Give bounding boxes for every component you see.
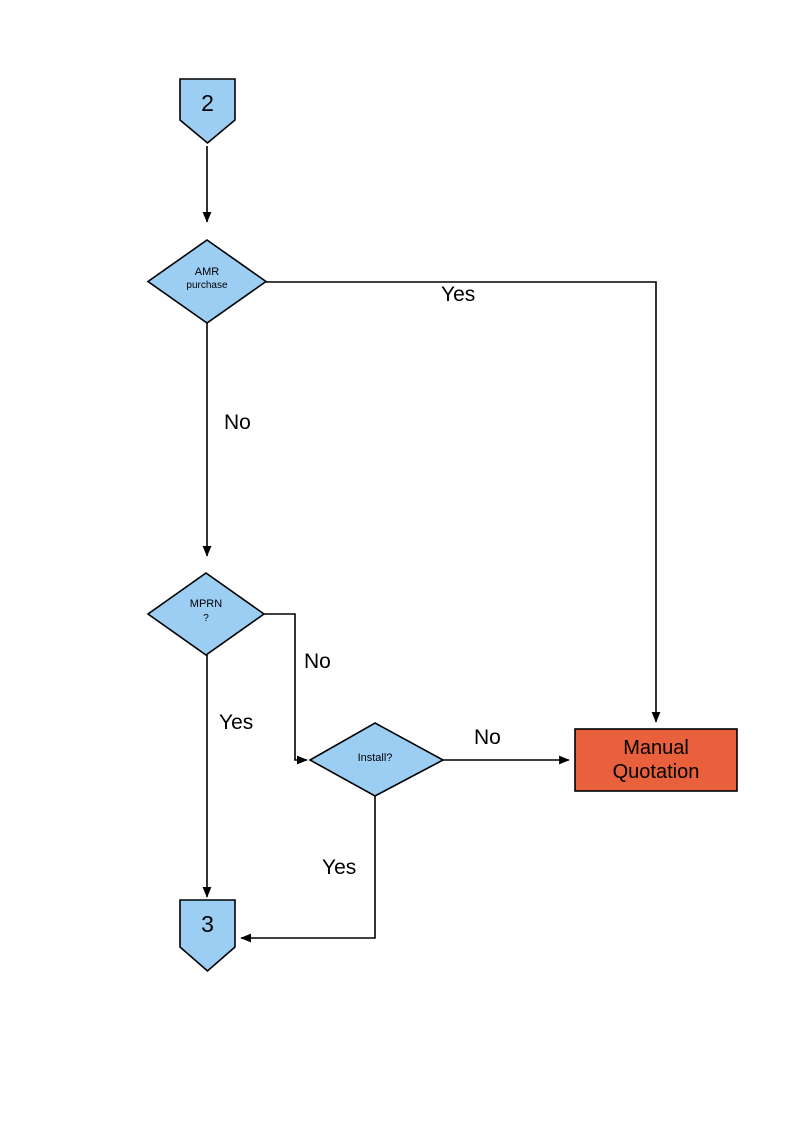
decision-mprn[interactable] bbox=[146, 572, 266, 656]
decision-amr-purchase-shape[interactable] bbox=[146, 239, 268, 324]
decision-amr-purchase-label-line1: AMR bbox=[194, 266, 220, 278]
decision-mprn-shape[interactable] bbox=[146, 572, 266, 656]
edge-label-amr-no: No bbox=[224, 411, 251, 434]
connector-2-label: 2 bbox=[201, 90, 214, 116]
edge-install-yes bbox=[240, 796, 376, 943]
connector-2[interactable] bbox=[179, 78, 236, 145]
process-manual-quotation[interactable] bbox=[574, 728, 738, 792]
edge-label-mprn-yes: Yes bbox=[219, 711, 254, 734]
decision-install[interactable] bbox=[308, 722, 445, 797]
edge-mprn-no-line bbox=[264, 613, 308, 765]
process-manual-quotation-label-line1: Manual bbox=[623, 737, 689, 759]
edge-amr-yes-line bbox=[266, 281, 661, 723]
connector-3-label: 3 bbox=[201, 911, 214, 937]
decision-amr-purchase[interactable] bbox=[146, 239, 268, 324]
edge-label-install-no: No bbox=[474, 726, 501, 749]
edge-install-yes-line bbox=[240, 796, 376, 943]
edge-amr-yes bbox=[266, 281, 661, 723]
connector-3-shape[interactable] bbox=[179, 899, 236, 973]
process-manual-quotation-label-line2: Quotation bbox=[612, 761, 700, 783]
decision-mprn-label-line2: ? bbox=[203, 613, 209, 624]
edge-label-mprn-no: No bbox=[304, 650, 331, 673]
decision-install-shape[interactable] bbox=[308, 722, 445, 797]
connector-2-shape[interactable] bbox=[179, 78, 236, 145]
edge-label-amr-yes: Yes bbox=[441, 283, 476, 306]
edge-mprn-no bbox=[264, 613, 308, 765]
decision-mprn-label-line1: MPRN bbox=[189, 598, 223, 610]
connector-3[interactable] bbox=[179, 899, 236, 973]
decision-amr-purchase-label-line2: purchase bbox=[186, 280, 228, 291]
process-manual-quotation-shape[interactable] bbox=[574, 728, 738, 792]
edge-label-install-yes: Yes bbox=[322, 856, 357, 879]
decision-install-label: Install? bbox=[357, 752, 393, 764]
